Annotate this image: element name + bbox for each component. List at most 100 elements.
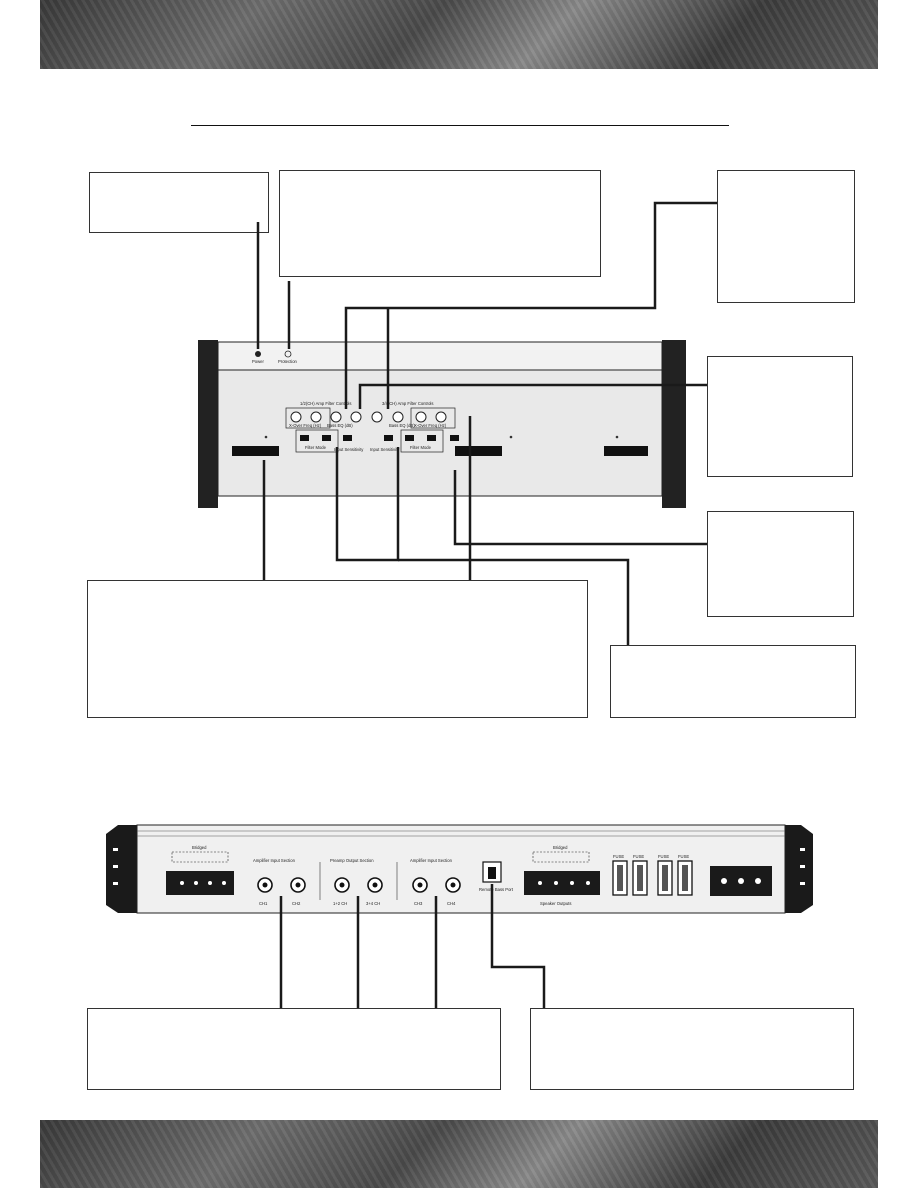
callout-remote-bass-port [530,1008,854,1090]
front-leader-lines [256,201,717,645]
terminal-left-pin-2 [194,881,198,885]
front-left-heatsink [198,340,218,508]
terminal-right-pin-3 [570,881,574,885]
rca-preout-34-label: 3+4 CH [366,901,380,906]
front-panel: Power Protection 1/2(CH) Amp Filter Cont… [198,340,686,508]
terminal-right-pin-2 [554,881,558,885]
power-terminal-pin-1 [721,878,727,884]
amp-input-section-label-2: Amplifier Input Section [410,858,453,863]
rear-left-vent-1 [113,848,118,851]
ch12-filter-mode-label: Filter Mode [305,445,327,450]
rear-right-vent-3 [800,882,805,885]
title-underline [191,125,729,126]
rca-ch2-label: CH2 [292,901,301,906]
terminal-left-pin-4 [222,881,226,885]
ch34-gain-knob[interactable] [371,411,383,423]
terminal-right-pin-1 [538,881,542,885]
front-plate-center [455,446,502,456]
top-decorative-band [40,0,878,69]
terminal-left-pin-3 [208,881,212,885]
bridged-bracket-right [532,851,590,863]
fuse-3-element [662,865,668,891]
terminal-left-pin-1 [180,881,184,885]
leader-remote-port [490,884,546,1008]
ch12-crossover-frame [285,407,331,429]
ch34-bass-eq-label: Bass EQ (dB) [389,423,415,428]
remote-bass-port-label: Remote Bass Port [479,887,514,892]
leader-crossover [453,470,707,546]
terminal-right-pin-4 [586,881,590,885]
ch34-filter-switch-1[interactable] [405,435,414,441]
bridged-label-right: Bridged [553,845,568,850]
ch34-crossover-knob-1[interactable] [415,411,427,423]
callout-power-led [89,172,269,233]
ch34-controls-title: 3/4(CH) Amp Filter Controls [382,401,433,406]
ch34-extra-switch[interactable] [450,435,459,441]
callout-bass-eq [707,356,853,477]
front-screw-2 [509,435,513,439]
rear-panel: Bridged Amplifier Input Section Preamp O… [106,824,813,914]
front-screw-3 [615,435,619,439]
front-right-heatsink [662,340,686,508]
ch12-filter-switch-1[interactable] [300,435,309,441]
ch12-bass-eq-knob[interactable] [330,411,342,423]
front-plate-left [232,446,279,456]
bridged-label-left: Bridged [192,845,207,850]
ch34-crossover-knob-2[interactable] [435,411,447,423]
rca-preout-12-label: 1+2 CH [333,901,347,906]
callout-rca-jacks [87,1008,501,1090]
ch12-crossover-label: X-Over Freq (Hz) [289,423,322,428]
protection-led-icon [284,350,292,358]
leader-sensitivity [398,558,630,645]
rca-ch3-pin [417,882,423,888]
callout-crossover [707,511,854,617]
ch12-input-sensitivity-label: Input Sensitivity [334,447,364,452]
ch12-filter-switch-2[interactable] [322,435,331,441]
preamp-output-section-label: Preamp Output Section [330,858,374,863]
rca-ch4-pin [450,882,456,888]
rca-ch2-pin [295,882,301,888]
ch12-crossover-knob-2[interactable] [310,411,322,423]
front-face [217,369,663,497]
front-top-strip [217,341,663,371]
amp-input-section-label-1: Amplifier Input Section [253,858,296,863]
fuse-1-element [617,865,623,891]
front-screw-1 [264,435,268,439]
ch34-filter-switch-2[interactable] [427,435,436,441]
fuse-tag-4: FUSE [678,854,689,859]
speaker-outputs-label: Speaker Outputs [540,901,571,906]
front-plate-right [604,446,648,456]
rca-ch3-label: CH3 [414,901,423,906]
fuse-tag-1: FUSE [613,854,624,859]
ch12-sensitivity-switch[interactable] [343,435,352,441]
leader-gain-a [344,201,717,409]
ch34-filter-mode-label: Filter Mode [410,445,432,450]
rca-preout-34-pin [372,882,378,888]
rear-left-vent-3 [113,882,118,885]
ch34-filter-mode-frame [400,429,444,453]
remote-bass-port-socket [488,867,496,879]
rca-ch1-label: CH1 [259,901,268,906]
ch12-gain-knob[interactable] [350,411,362,423]
power-led-icon [255,351,261,357]
rear-right-endcap [785,825,813,913]
power-terminal-pin-2 [738,878,744,884]
rear-left-vent-2 [113,865,118,868]
bottom-decorative-band [40,1120,878,1188]
ch12-bass-eq-label: Bass EQ (dB) [327,423,353,428]
rca-ch1-pin [262,882,268,888]
callout-input-sensitivity [610,645,856,718]
ch34-input-sensitivity-label: Input Sensitivity [370,447,400,452]
callout-gain [717,170,855,303]
ch34-sensitivity-switch[interactable] [384,435,393,441]
fuse-tag-2: FUSE [633,854,644,859]
bridged-bracket-left [171,851,229,863]
rear-leader-lines [279,884,546,1008]
power-label: Power [252,359,264,364]
ch34-crossover-frame [410,407,456,429]
ch12-filter-mode-frame [295,429,339,453]
fuse-4-element [682,865,688,891]
ch12-crossover-knob-1[interactable] [290,411,302,423]
ch34-bass-eq-knob[interactable] [392,411,404,423]
